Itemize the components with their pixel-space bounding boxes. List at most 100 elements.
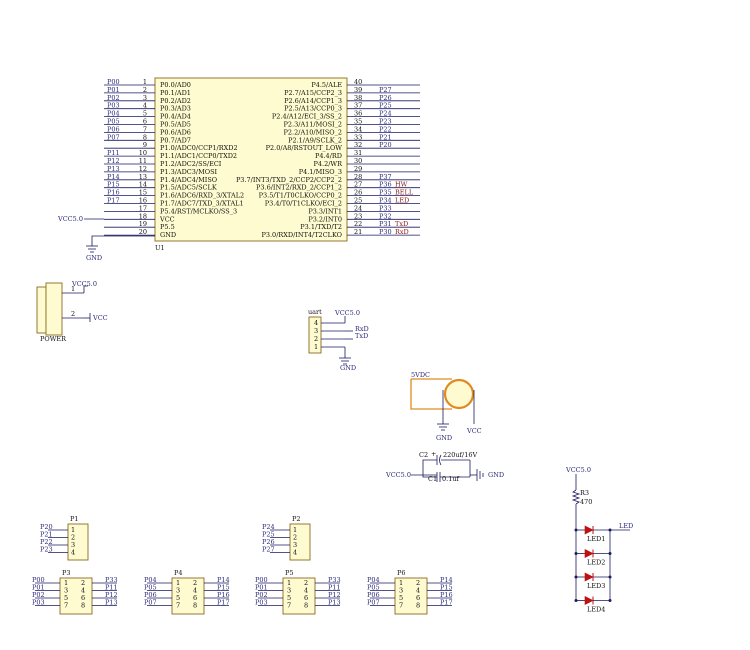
p1-net: P20 [40, 523, 53, 531]
p3-right-net: P11 [105, 584, 118, 592]
power-ref: POWER [40, 335, 67, 343]
mcu-gnd-label: GND [86, 254, 102, 262]
mcu-left-net: P00 [107, 78, 120, 86]
mcu-right-pin-number: 21 [354, 228, 362, 236]
p5-pin-left: 1 [287, 579, 291, 587]
mcu-right-pin-number: 36 [354, 110, 362, 118]
mcu-pin-number: 5 [143, 110, 147, 118]
r3-ref: R3 [580, 489, 589, 497]
mcu-left-pin-name: P1.0/ADC0/CCP1/RXD2 [160, 144, 238, 152]
c2-ref: C2 [419, 451, 428, 459]
p4-right-net: P14 [217, 576, 230, 584]
p4-pin-left: 7 [176, 602, 180, 610]
led-label: LED3 [587, 582, 605, 590]
mcu-right-pin-number: 33 [354, 133, 362, 141]
uart-ref: uart [308, 308, 322, 316]
p3-left-net: P02 [32, 591, 45, 599]
mcu-left-pin-name: P1.5/ADC5/SCLK [160, 184, 217, 192]
mcu-right-pin-number: 31 [354, 149, 362, 157]
mcu-left-pin-name: VCC [159, 215, 175, 223]
mcu-right-pin-number: 34 [354, 125, 362, 133]
mcu-right-pin-name: P4.5/ALE [311, 81, 342, 89]
mcu-right-pin-name: P3.2/INT0 [308, 215, 342, 223]
led-label: LED4 [587, 606, 605, 614]
p2-pin: 3 [293, 541, 297, 549]
mcu-right-net: P24 [379, 110, 392, 118]
p3-pin-left: 7 [64, 602, 68, 610]
mcu-right-pin-name: P4.2/WR [314, 160, 344, 168]
dc-jack: 5VDC GND VCC [410, 371, 482, 442]
mcu-pin-number: 14 [139, 181, 147, 189]
p5-pin-right: 8 [304, 602, 308, 610]
led-diode-icon [584, 596, 594, 605]
mcu-right-net: P35 [379, 189, 392, 197]
mcu-pin-number: 8 [143, 133, 147, 141]
uart-pin-number: 1 [314, 343, 318, 351]
mcu-right-pin-name: P2.5/A13/CCP0_3 [284, 105, 342, 113]
p5-pin-right: 2 [304, 579, 308, 587]
p4-left-net: P05 [144, 584, 157, 592]
power-net-top: VCC5.0 [71, 280, 97, 288]
mcu-left-pin-name: P0.4/AD4 [160, 113, 191, 121]
led-vcc: VCC5.0 [565, 466, 591, 474]
mcu-pin-number: 4 [143, 102, 147, 110]
p3-pin-left: 5 [64, 594, 68, 602]
mcu-right-pin-name: P2.1/A9/SCLK_2 [288, 136, 342, 144]
p6-pin-left: 1 [399, 579, 403, 587]
p4-right-net: P15 [217, 584, 230, 592]
mcu-right-pin-name: P3.0/RXD/INT4/T2CLKO [261, 231, 342, 239]
uart-pin-number: 3 [314, 327, 318, 335]
p4-left-net: P06 [144, 591, 157, 599]
mcu-left-pin-name: P5.4/RST/MCLKO/SS_3 [160, 207, 237, 215]
p5-left-net: P01 [255, 584, 268, 592]
cap-gnd: GND [488, 471, 504, 479]
mcu-right-pin-name: P2.2/A10/MISO_2 [284, 128, 342, 136]
p4-pin-right: 4 [193, 587, 197, 595]
p3-left-net: P03 [32, 599, 45, 607]
p1-ref: P1 [70, 515, 79, 523]
mcu-left-net: P16 [107, 189, 120, 197]
mcu-right-pin-number: 23 [354, 212, 362, 220]
mcu-right-func: HW [395, 181, 408, 189]
mcu-left-net: P07 [107, 133, 120, 141]
p6-ref: P6 [397, 569, 406, 577]
mcu-pin-number: 2 [143, 86, 147, 94]
p6-pin-right: 2 [416, 579, 420, 587]
mcu-right-pin-number: 25 [354, 197, 362, 205]
mcu-right-pin-name: P3.3/INT1 [308, 207, 342, 215]
p3-right-net: P12 [105, 591, 118, 599]
p5-ref: P5 [285, 569, 294, 577]
p1-pin: 2 [71, 534, 75, 542]
r3-value: 470 [580, 498, 592, 506]
mcu-pin-number: 17 [139, 204, 147, 212]
p5-right-net: P11 [328, 584, 341, 592]
mcu-right-pin-number: 32 [354, 141, 362, 149]
p1-pin: 3 [71, 541, 75, 549]
p4-pin-right: 6 [193, 594, 197, 602]
mcu-right-func: LED [395, 197, 409, 205]
mcu-right-net: P36 [379, 181, 392, 189]
p2-net: P27 [262, 546, 275, 554]
p2-pin: 4 [293, 549, 297, 557]
mcu-left-pin-name: P1.2/ADC2/SS/ECI [160, 160, 222, 168]
mcu-right-pin-number: 35 [354, 118, 362, 126]
jack-net: 5VDC [411, 371, 430, 379]
p6-right-net: P17 [440, 599, 453, 607]
mcu-right-pin-number: 40 [354, 78, 362, 86]
mcu-right-pin-name: P2.0/A8/RSTOUT_LOW [266, 144, 343, 152]
mcu-left-net: P17 [107, 197, 120, 205]
mcu-left-net: P12 [107, 157, 120, 165]
p1-pin: 4 [71, 549, 75, 557]
p1-pin: 1 [71, 526, 75, 534]
mcu-right-net: P20 [379, 141, 392, 149]
p2-net: P24 [262, 523, 275, 531]
p5-pin-left: 5 [287, 594, 291, 602]
mcu-right-net: P34 [379, 197, 392, 205]
p3-right-net: P33 [105, 576, 118, 584]
